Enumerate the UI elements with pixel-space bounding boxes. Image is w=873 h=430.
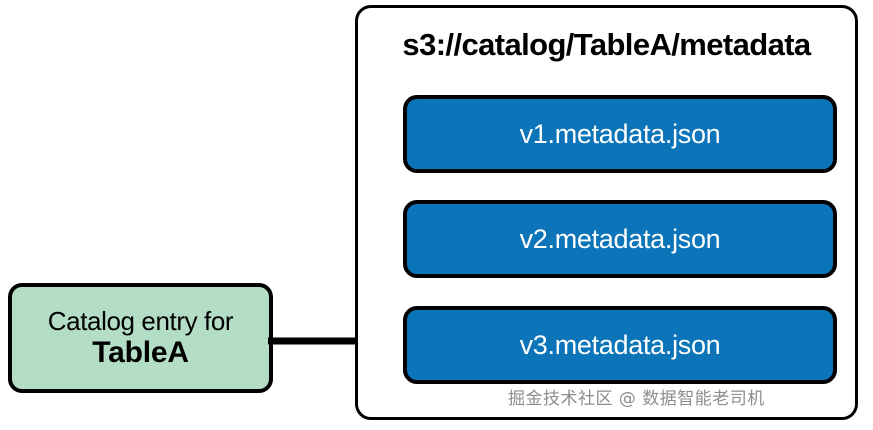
catalog-entry-node: Catalog entry for TableA [8, 283, 273, 393]
metadata-file-label: v3.metadata.json [519, 329, 721, 360]
catalog-entry-label-line1: Catalog entry for [47, 305, 234, 336]
watermark-text: 掘金技术社区 @ 数据智能老司机 [508, 389, 765, 409]
metadata-file-label: v2.metadata.json [519, 223, 721, 254]
metadata-file-v2[interactable]: v2.metadata.json [403, 200, 837, 278]
metadata-container-title: s3://catalog/TableA/metadata [402, 27, 811, 62]
metadata-file-label: v1.metadata.json [519, 118, 721, 149]
metadata-container: s3://catalog/TableA/metadata v1.metadata… [355, 5, 858, 420]
metadata-file-v3[interactable]: v3.metadata.json [403, 306, 837, 384]
catalog-entry-label-table-name: TableA [92, 335, 189, 369]
metadata-file-v1[interactable]: v1.metadata.json [403, 95, 837, 173]
